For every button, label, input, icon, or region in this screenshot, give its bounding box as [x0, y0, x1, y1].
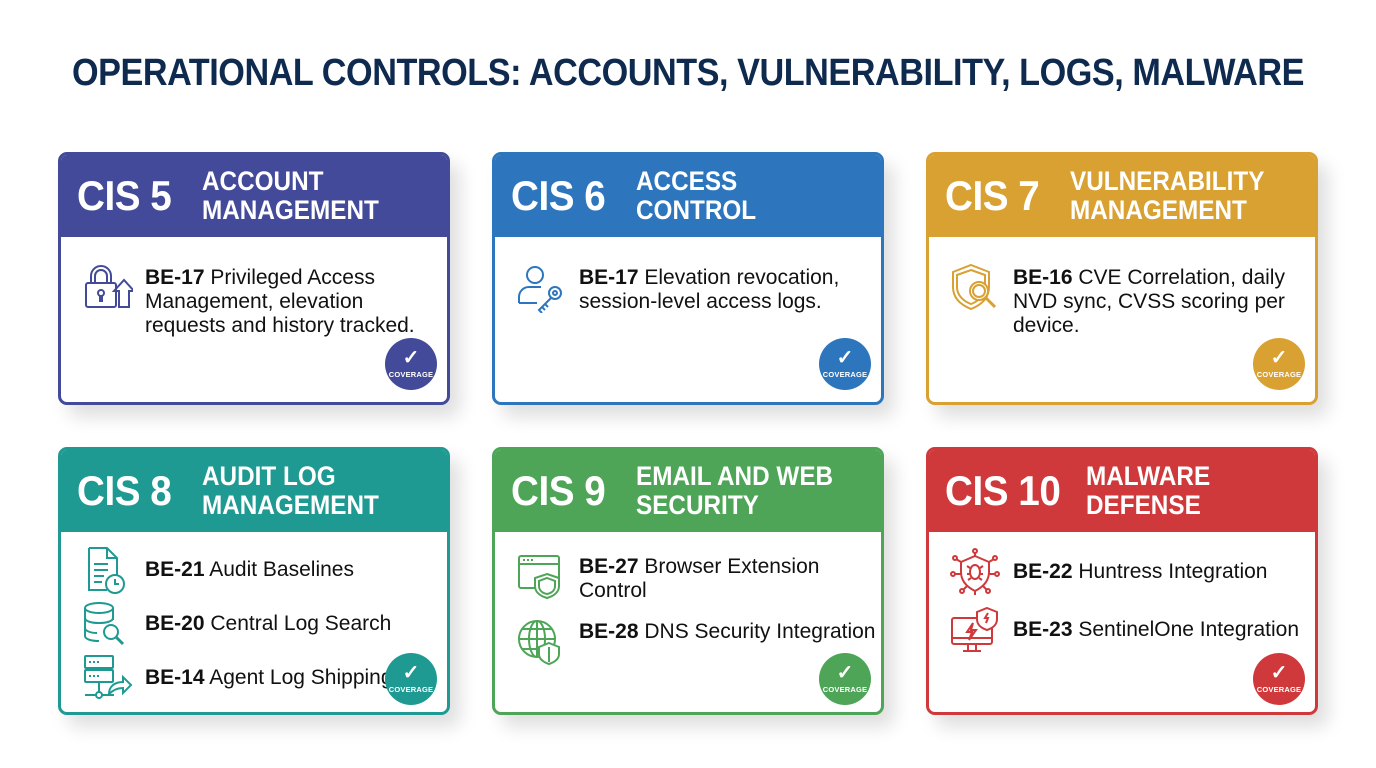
- globe-shield-icon: [518, 620, 560, 666]
- cis-title: ACCOUNT MANAGEMENT: [201, 166, 379, 225]
- card-body: BE-16 CVE Correlation, daily NVD sync, C…: [929, 237, 1315, 390]
- control-id: BE-16: [1013, 266, 1073, 289]
- coverage-label: COVERAGE: [822, 685, 868, 694]
- control-description: Privileged Access Management, elevation …: [145, 266, 415, 337]
- shield-search-icon: [952, 263, 997, 311]
- card-body: BE-22 Huntress Integration BE-23 Sentine…: [929, 532, 1315, 705]
- control-description: Audit Baselines: [209, 558, 354, 581]
- user-key-icon: [518, 266, 562, 313]
- control-id: BE-17: [145, 266, 205, 289]
- check-icon: ✓: [836, 347, 854, 369]
- coverage-label: COVERAGE: [388, 685, 434, 694]
- card-body: BE-17 Elevation revocation, session-leve…: [495, 237, 881, 390]
- control-item: BE-16 CVE Correlation, daily NVD sync, C…: [949, 263, 1315, 338]
- card-header: CIS 5 ACCOUNT MANAGEMENT: [61, 155, 447, 237]
- cis-title: AUDIT LOG MANAGEMENT: [201, 461, 379, 520]
- check-icon: ✓: [1270, 347, 1288, 369]
- control-description: Agent Log Shipping: [209, 666, 393, 689]
- control-item: BE-17 Privileged Access Management, elev…: [81, 263, 447, 338]
- card-body: BE-27 Browser Extension Control BE-28 DN…: [495, 532, 881, 705]
- card-header: CIS 6 ACCESS CONTROL: [495, 155, 881, 237]
- control-item: BE-14 Agent Log Shipping: [81, 654, 447, 704]
- card-cis-9: CIS 9 EMAIL AND WEB SECURITY BE-27 Brows…: [492, 447, 884, 715]
- control-description: Central Log Search: [210, 612, 392, 635]
- card-header: CIS 7 VULNERABILITY MANAGEMENT: [929, 155, 1315, 237]
- card-header: CIS 9 EMAIL AND WEB SECURITY: [495, 450, 881, 532]
- coverage-badge: ✓ COVERAGE: [1253, 653, 1305, 705]
- control-item: BE-21 Audit Baselines: [81, 546, 447, 596]
- control-id: BE-17: [579, 266, 639, 289]
- control-text: BE-21 Audit Baselines: [145, 546, 354, 582]
- cis-title: VULNERABILITY MANAGEMENT: [1069, 166, 1264, 225]
- coverage-badge: ✓ COVERAGE: [385, 338, 437, 390]
- document-clock-icon: [88, 547, 125, 594]
- control-description: Elevation revocation, session-level acce…: [579, 266, 840, 313]
- control-item: BE-17 Elevation revocation, session-leve…: [515, 263, 881, 314]
- check-icon: ✓: [402, 347, 420, 369]
- browser-shield-icon: [518, 555, 560, 600]
- control-text: BE-17 Privileged Access Management, elev…: [145, 263, 447, 338]
- cis-title: EMAIL AND WEB SECURITY: [635, 461, 833, 520]
- control-item: BE-27 Browser Extension Control: [515, 552, 881, 603]
- control-id: BE-21: [145, 558, 205, 581]
- cis-number: CIS 8: [77, 467, 172, 514]
- control-id: BE-20: [145, 612, 205, 635]
- card-cis-7: CIS 7 VULNERABILITY MANAGEMENT BE-16 CVE…: [926, 152, 1318, 405]
- control-description: SentinelOne Integration: [1078, 618, 1300, 641]
- coverage-label: COVERAGE: [388, 370, 434, 379]
- control-id: BE-23: [1013, 618, 1073, 641]
- control-text: BE-14 Agent Log Shipping: [145, 654, 393, 690]
- control-text: BE-22 Huntress Integration: [1013, 548, 1267, 584]
- control-text: BE-16 CVE Correlation, daily NVD sync, C…: [1013, 263, 1315, 338]
- page-title: OPERATIONAL CONTROLS: ACCOUNTS, VULNERAB…: [71, 52, 1305, 94]
- card-body: BE-17 Privileged Access Management, elev…: [61, 237, 447, 390]
- control-id: BE-27: [579, 555, 639, 578]
- cis-title: MALWARE DEFENSE: [1086, 461, 1211, 520]
- control-id: BE-28: [579, 620, 639, 643]
- control-item: BE-23 SentinelOne Integration: [949, 606, 1315, 656]
- card-cis-5: CIS 5 ACCOUNT MANAGEMENT BE-17 Privilege…: [58, 152, 450, 405]
- card-cis-6: CIS 6 ACCESS CONTROL BE-17 Elevation rev…: [492, 152, 884, 405]
- coverage-badge: ✓ COVERAGE: [1253, 338, 1305, 390]
- coverage-label: COVERAGE: [1256, 370, 1302, 379]
- control-description: DNS Security Integration: [644, 620, 876, 643]
- coverage-badge: ✓ COVERAGE: [819, 338, 871, 390]
- check-icon: ✓: [836, 662, 854, 684]
- control-text: BE-28 DNS Security Integration: [579, 617, 875, 644]
- cis-number: CIS 7: [945, 172, 1040, 219]
- control-description: Huntress Integration: [1078, 560, 1268, 583]
- cis-number: CIS 9: [511, 467, 606, 514]
- coverage-label: COVERAGE: [1256, 685, 1302, 694]
- check-icon: ✓: [402, 662, 420, 684]
- coverage-label: COVERAGE: [822, 370, 868, 379]
- control-text: BE-17 Elevation revocation, session-leve…: [579, 263, 881, 314]
- control-text: BE-23 SentinelOne Integration: [1013, 606, 1299, 642]
- database-search-icon: [84, 602, 125, 646]
- control-description: Browser Extension Control: [579, 555, 820, 602]
- monitor-bolt-shield-icon: [951, 606, 998, 652]
- virus-shield-icon: [950, 548, 1000, 595]
- control-item: BE-20 Central Log Search: [81, 600, 447, 650]
- card-header: CIS 10 MALWARE DEFENSE: [929, 450, 1315, 532]
- cis-number: CIS 5: [77, 172, 172, 219]
- lock-arrow-up-icon: [85, 265, 133, 308]
- control-text: BE-27 Browser Extension Control: [579, 552, 881, 603]
- cis-number: CIS 6: [511, 172, 606, 219]
- card-cis-8: CIS 8 AUDIT LOG MANAGEMENT BE-21 Audit B…: [58, 447, 450, 715]
- coverage-badge: ✓ COVERAGE: [385, 653, 437, 705]
- control-item: BE-22 Huntress Integration: [949, 548, 1315, 598]
- control-description: CVE Correlation, daily NVD sync, CVSS sc…: [1013, 266, 1285, 337]
- cis-number: CIS 10: [945, 467, 1061, 514]
- control-text: BE-20 Central Log Search: [145, 600, 391, 636]
- control-id: BE-14: [145, 666, 205, 689]
- coverage-badge: ✓ COVERAGE: [819, 653, 871, 705]
- card-body: BE-21 Audit Baselines BE-20 Central Log …: [61, 532, 447, 705]
- card-cis-10: CIS 10 MALWARE DEFENSE BE-22 Huntress In…: [926, 447, 1318, 715]
- check-icon: ✓: [1270, 662, 1288, 684]
- card-header: CIS 8 AUDIT LOG MANAGEMENT: [61, 450, 447, 532]
- control-item: BE-28 DNS Security Integration: [515, 617, 881, 667]
- control-id: BE-22: [1013, 560, 1073, 583]
- cis-title: ACCESS CONTROL: [635, 166, 756, 225]
- server-share-icon: [84, 655, 133, 699]
